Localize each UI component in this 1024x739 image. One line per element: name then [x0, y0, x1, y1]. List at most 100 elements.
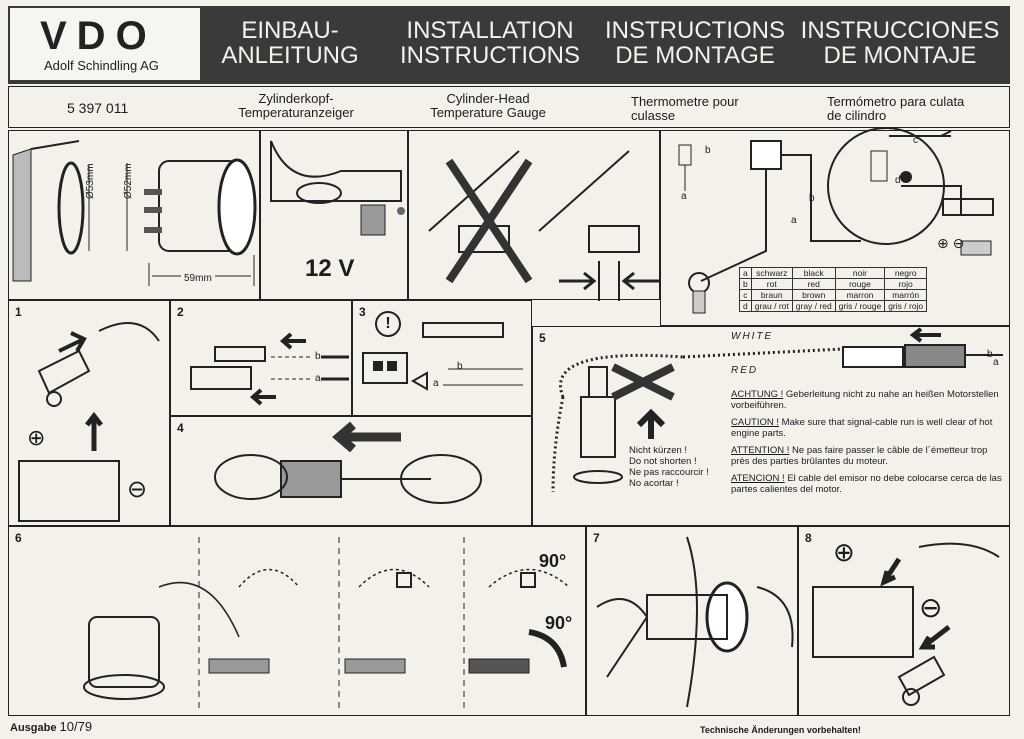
- part-number: 5 397 011: [67, 100, 129, 116]
- angle-90-bottom: 90°: [545, 613, 573, 633]
- panel-dimensions: Ø53mm Ø52mm 59mm: [8, 130, 260, 300]
- step2-label-a: a: [315, 373, 321, 384]
- wire-cell: gray / red: [791, 300, 836, 312]
- panel-step-1: 1 ⊕ ⊖: [8, 300, 170, 526]
- product-row: 5 397 011 Zylinderkopf-Temperaturanzeige…: [8, 86, 1010, 128]
- wire-label-d: d: [895, 175, 901, 186]
- edition: Ausgabe 10/79: [10, 719, 93, 734]
- step-number-5: 5: [539, 331, 546, 345]
- minus-icon: ⊖: [919, 592, 943, 623]
- warning-de: ACHTUNG ! Geberleitung nicht zu nahe an …: [731, 389, 999, 411]
- panel-dashboard: 12 V: [260, 130, 408, 300]
- wire-cell: a: [739, 267, 752, 279]
- plus-icon: ⊕: [833, 537, 855, 567]
- step-number-1: 1: [15, 305, 22, 319]
- step-number-2: 2: [177, 305, 184, 319]
- diameter-52: Ø52mm: [123, 163, 134, 199]
- step3-label-b: b: [457, 361, 463, 372]
- wire-label-a: a: [791, 215, 797, 226]
- footer-notice: Technische Änderungen vorbehalten!: [700, 725, 861, 735]
- depth-59: 59mm: [181, 273, 215, 285]
- step7-drawing: [596, 536, 794, 708]
- voltage-label: 12 V: [305, 255, 355, 282]
- panel-step-7: 7: [586, 526, 798, 716]
- wire-cell: rot: [750, 278, 793, 290]
- wire-cell: gris / rojo: [884, 300, 928, 312]
- brand-sub: Adolf Schindling AG: [44, 58, 159, 73]
- wire-label-b: b: [809, 193, 815, 204]
- battery-clamp-drawing: [428, 150, 659, 301]
- minus-icon: ⊖: [127, 476, 148, 503]
- step-number-3: 3: [359, 305, 366, 319]
- step5-label-a: a: [993, 357, 999, 368]
- wire-cell: marron: [834, 289, 886, 301]
- vdo-logo: VDO Adolf Schindling AG: [10, 8, 200, 80]
- wire-cell: b: [739, 278, 752, 290]
- panel-step-6: 6 90° 90°: [8, 526, 586, 716]
- step3-drawing: [362, 322, 523, 391]
- step3-label-a: a: [433, 378, 439, 389]
- dashboard-drawing: [270, 140, 405, 236]
- wire-cell: grau / rot: [750, 300, 793, 312]
- wire-cell: d: [739, 300, 752, 312]
- step-number-6: 6: [15, 531, 22, 545]
- step5-label-b: b: [987, 349, 993, 360]
- wire-cell: red: [791, 278, 836, 290]
- title-de: EINBAU- ANLEITUNG: [221, 17, 359, 69]
- title-es: INSTRUCCIONES DE MONTAJE: [800, 17, 1000, 69]
- product-name-de: Zylinderkopf-Temperaturanzeiger: [238, 91, 354, 120]
- warning-texts: ACHTUNG ! Geberleitung nicht zu nahe an …: [731, 389, 1007, 495]
- wire-cell: noir: [834, 267, 886, 279]
- panel-battery-clamps: [408, 130, 660, 301]
- step-number-4: 4: [177, 421, 184, 435]
- wire-white-label: WHITE: [731, 331, 774, 342]
- wire-cell: rojo: [884, 278, 928, 290]
- diameter-53: Ø53mm: [85, 163, 96, 199]
- wire-cell: marrón: [884, 289, 928, 301]
- wiring-diagram: [678, 127, 994, 314]
- step-number-8: 8: [805, 531, 812, 545]
- warning-exclamation-icon: !: [375, 311, 401, 337]
- warning-fr: ATTENTION ! Ne pas faire passer le câble…: [731, 445, 988, 467]
- step-number-7: 7: [593, 531, 600, 545]
- wire-cell: negro: [884, 267, 928, 279]
- step6-drawing: [83, 537, 570, 712]
- panel-step-5: 5 WHITE RED b a Nicht kürzen ! Do not sh…: [532, 326, 1010, 526]
- step2-drawing: [190, 332, 349, 406]
- wire-label-b-top: b: [705, 145, 711, 156]
- step4-drawing: [214, 421, 482, 504]
- brand-name: VDO: [40, 14, 157, 58]
- panel-step-3: 3 ! b a: [352, 300, 532, 416]
- wire-cell: black: [791, 267, 836, 279]
- angle-90-top: 90°: [539, 551, 567, 571]
- step2-label-b: b: [315, 351, 321, 362]
- wire-cell: rouge: [834, 278, 886, 290]
- wire-label-a-left: a: [681, 191, 687, 202]
- title-en: INSTALLATION INSTRUCTIONS: [400, 17, 580, 69]
- wire-cell: c: [739, 289, 752, 301]
- wire-cell: gris / rouge: [834, 300, 886, 312]
- warning-es: ATENCION ! El cable del emisor no debe c…: [731, 473, 1002, 495]
- battery-plus-minus-icon: ⊕ ⊖: [937, 235, 965, 251]
- step1-drawing: [18, 322, 160, 522]
- do-not-shorten-note: Nicht kürzen ! Do not shorten ! Ne pas r…: [629, 445, 709, 489]
- plus-icon: ⊕: [27, 425, 46, 450]
- wire-label-c: c: [913, 135, 918, 146]
- warning-en: CAUTION ! Make sure that signal-cable ru…: [731, 417, 993, 439]
- wire-cell: brown: [791, 289, 836, 301]
- panel-step-4: 4: [170, 416, 532, 526]
- gauge-dimension-drawing: [12, 140, 257, 286]
- wire-cell: schwarz: [750, 267, 793, 279]
- wire-cell: braun: [750, 289, 793, 301]
- title-fr: INSTRUCTIONS DE MONTAGE: [605, 17, 785, 69]
- step8-drawing: [812, 542, 1000, 706]
